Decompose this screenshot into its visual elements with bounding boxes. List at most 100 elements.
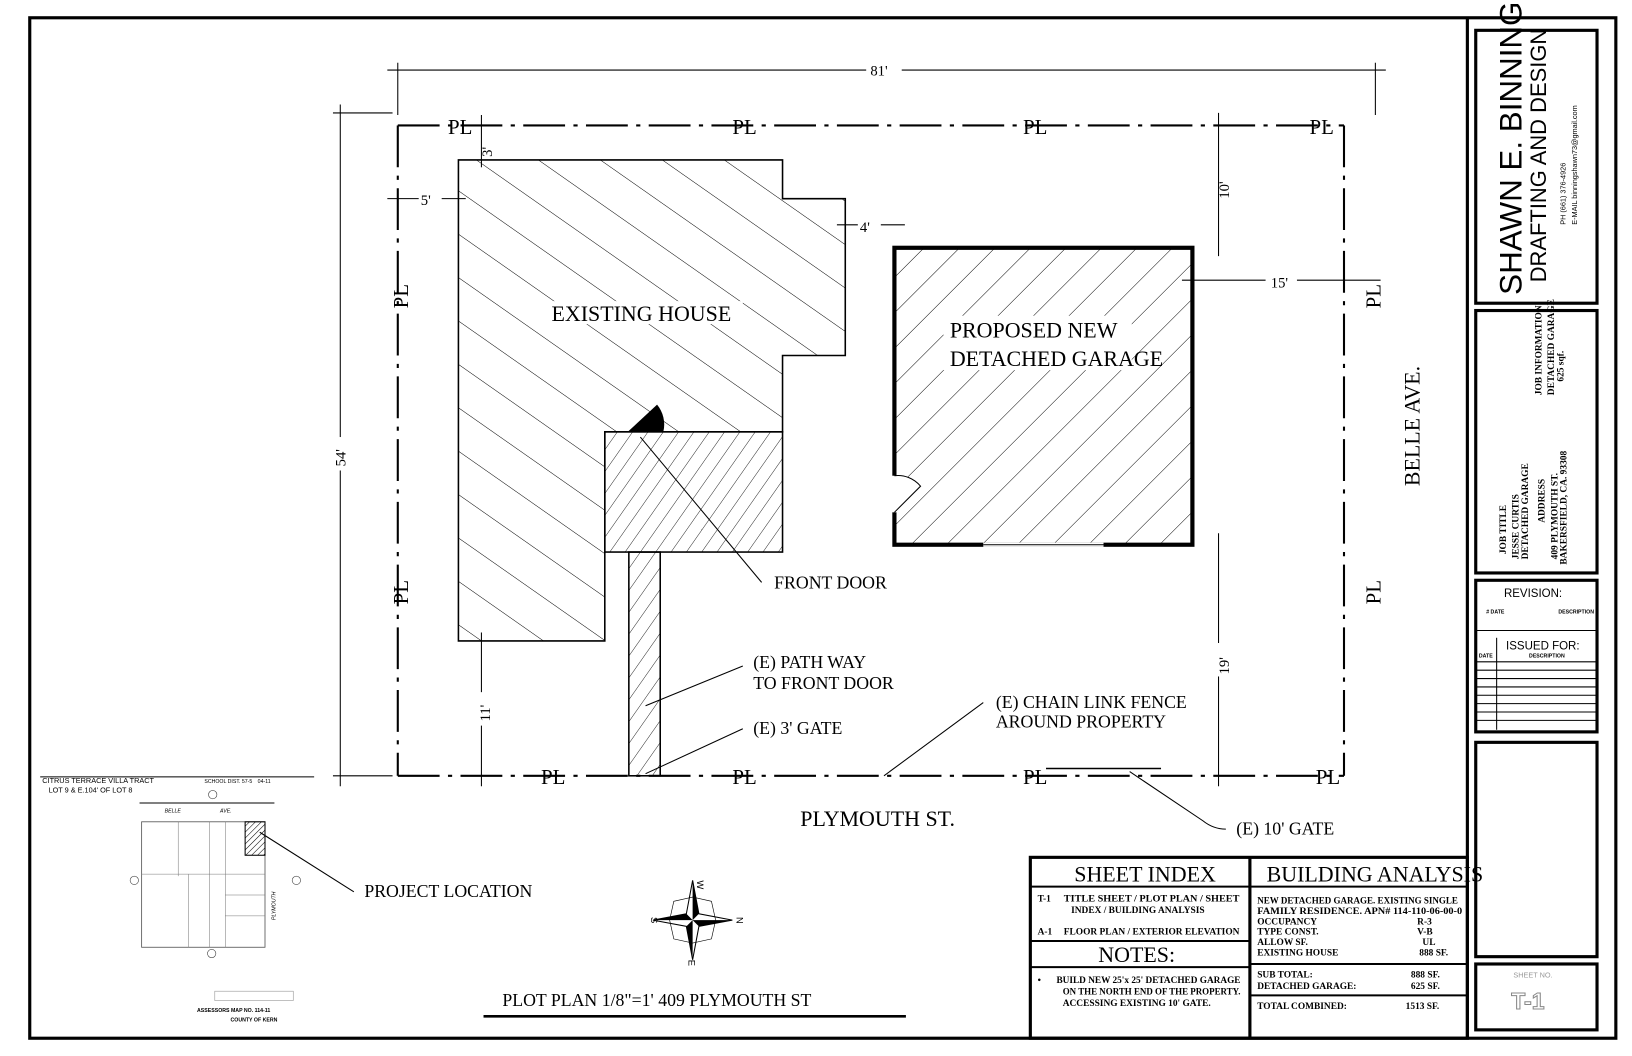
drawing-text: 19' [1217,657,1233,675]
path-way [628,551,661,777]
title-block: SHAWN E. BINNING DRAFTING AND DESIGN PH … [1474,2,1599,1032]
drawing-text: CITRUS TERRACE VILLA TRACT [42,776,154,785]
drawing-text: PL [1362,284,1386,308]
drawing-text: PL [541,765,565,789]
drawing-text: INDEX / BUILDING ANALYSIS [1071,906,1205,916]
drawing-text: BUILD NEW 25'x 25' DETACHED GARAGE [1056,976,1240,986]
drawing-text: • [1038,976,1041,986]
drawing-text: PL [1309,115,1333,139]
drawing-text: UL [1422,938,1435,948]
dimensions: 81' 54' 3' 5' 4' 10' 15' 19' 11' [330,60,1386,787]
drawing-text: SCHOOL DIST. 57-5 [204,779,252,785]
dim-54: 54' [334,449,350,467]
drawing-text: 5' [421,193,431,209]
sheet-number: T-1 [1511,988,1544,1014]
drawing-text: A-1 [1038,928,1053,938]
drawing-text: PL [1316,765,1340,789]
sheet-border [28,16,1618,1040]
drawing-text: PL [1023,115,1047,139]
drawing-text: ASSESSORS MAP NO. 114-11 [197,1008,270,1014]
project-location-marker [244,821,266,856]
drawing-text: COUNTY OF KERN [230,1017,277,1023]
drawing-text: SHEET INDEX [1074,861,1216,886]
drawing-text: EXISTING HOUSE [1257,949,1338,959]
annotations: FRONT DOOR (E) PATH WAY TO FRONT DOOR (E… [639,366,1424,839]
drawing-text: BELLE [165,808,182,814]
company-name: SHAWN E. BINNING [1494,2,1529,295]
garage-label-1: PROPOSED NEW [950,318,1118,343]
drawing-text: S [649,917,660,923]
drawing-text: ADDRESS [1538,479,1548,523]
drawing-text: PL [389,580,413,604]
drawing-text: E [686,960,697,966]
street-plymouth: PLYMOUTH ST. [800,806,955,831]
drawing-text: 4' [860,220,870,236]
drawing-text: DESCRIPTION [1558,610,1594,616]
dim-81: 81' [870,63,888,79]
drawing-text: W [695,880,706,889]
drawing-text: R-3 [1417,917,1432,927]
drawing-text: N [735,917,746,924]
drawing-text: OCCUPANCY [1257,917,1317,927]
front-door-swing [627,404,665,432]
sheet-index-table: SHEET INDEX T-1 TITLE SHEET / PLOT PLAN … [1028,855,1469,1040]
drawing-text: 888 SF. [1411,971,1440,981]
drawing-text: V-B [1417,928,1432,938]
house-label: EXISTING HOUSE [551,301,731,326]
drawing-text: (E) 10' GATE [1236,818,1334,839]
property-lines [396,124,1346,777]
drawing-text: 888 SF. [1419,949,1448,959]
drawing-text: FAMILY RESIDENCE. APN# 114-110-06-00-0 [1257,907,1462,917]
drawing-text: JESSE CURTIS [1512,494,1522,559]
drawing-text: BAKERSFIELD, CA. 93308 [1560,451,1570,565]
porch [604,431,784,553]
drawing-text: BUILDING ANALYSIS [1267,861,1484,886]
street-belle: BELLE AVE. [1399,366,1424,486]
drawing-text: TO FRONT DOOR [753,673,894,693]
building-analysis-table: BUILDING ANALYSIS NEW DETACHED GARAGE. E… [1249,861,1484,1012]
drawing-text: 1513 SF. [1406,1002,1440,1012]
drawing-text: (E) 3' GATE [753,718,842,739]
drawing-text: AVE. [219,808,232,814]
drawing-text: (E) PATH WAY [753,652,866,673]
north-arrow-compass-icon: W N E S [649,880,746,966]
drawing-text: (E) CHAIN LINK FENCE [996,692,1187,713]
drawing-text: PL [389,284,413,308]
project-location-label: PROJECT LOCATION [364,881,532,901]
drawing-text: PH (661) 376-4926 [1559,163,1568,225]
drawing-text: REVISION: [1504,588,1562,600]
drawing-text: 11' [478,704,494,721]
drawing-text: AROUND PROPERTY [996,712,1166,732]
drawing-text: PL [1362,580,1386,604]
drawing-text: 625 SF. [1411,982,1440,992]
drawing-text: PL [732,765,756,789]
drawing-text: PL [732,115,756,139]
drawing-text: PLYMOUTH [271,891,277,920]
drawing-text: DETACHED GARAGE [1521,463,1531,559]
drawing-text: TOTAL COMBINED: [1257,1002,1347,1012]
drawing-text: FLOOR PLAN / EXTERIOR ELEVATION [1064,928,1240,938]
drawing-text: LOT 9 & E.104' OF LOT 8 [49,786,133,795]
drawing-text: # DATE [1486,610,1505,616]
drawing-text: NOTES: [1098,942,1175,967]
proposed-garage [892,245,1195,547]
drawing-text: 15' [1271,276,1289,292]
drawing-text: E-MAIL binningshawn73@gmail.com [1570,105,1579,224]
drawing-text: DATE [1479,654,1493,660]
drawing-text: SUB TOTAL: [1257,971,1313,981]
assessor-map: CITRUS TERRACE VILLA TRACT LOT 9 & E.104… [40,776,532,1023]
drawing-text: DETACHED GARAGE [1547,299,1557,395]
existing-house [457,159,847,642]
drawing-text: 10' [1217,181,1233,199]
drawing-text: PL [1023,765,1047,789]
drawing-text: 04-11 [258,779,271,785]
property-line-markers: PL PL PL PL PL PL PL PL PL PL PL PL [389,115,1385,789]
drawing-text: SHEET NO. [1513,971,1552,980]
drawing-text: FRONT DOOR [774,573,887,593]
drawing-text: ALLOW SF. [1257,938,1308,948]
drawing-text: 3' [480,147,496,157]
drawing-text: PL [448,115,472,139]
blank-stamp-area [1474,740,1599,959]
drawing-text: JOB TITLE [1499,505,1509,554]
drawing-text: ACCESSING EXISTING 10' GATE. [1063,999,1211,1009]
